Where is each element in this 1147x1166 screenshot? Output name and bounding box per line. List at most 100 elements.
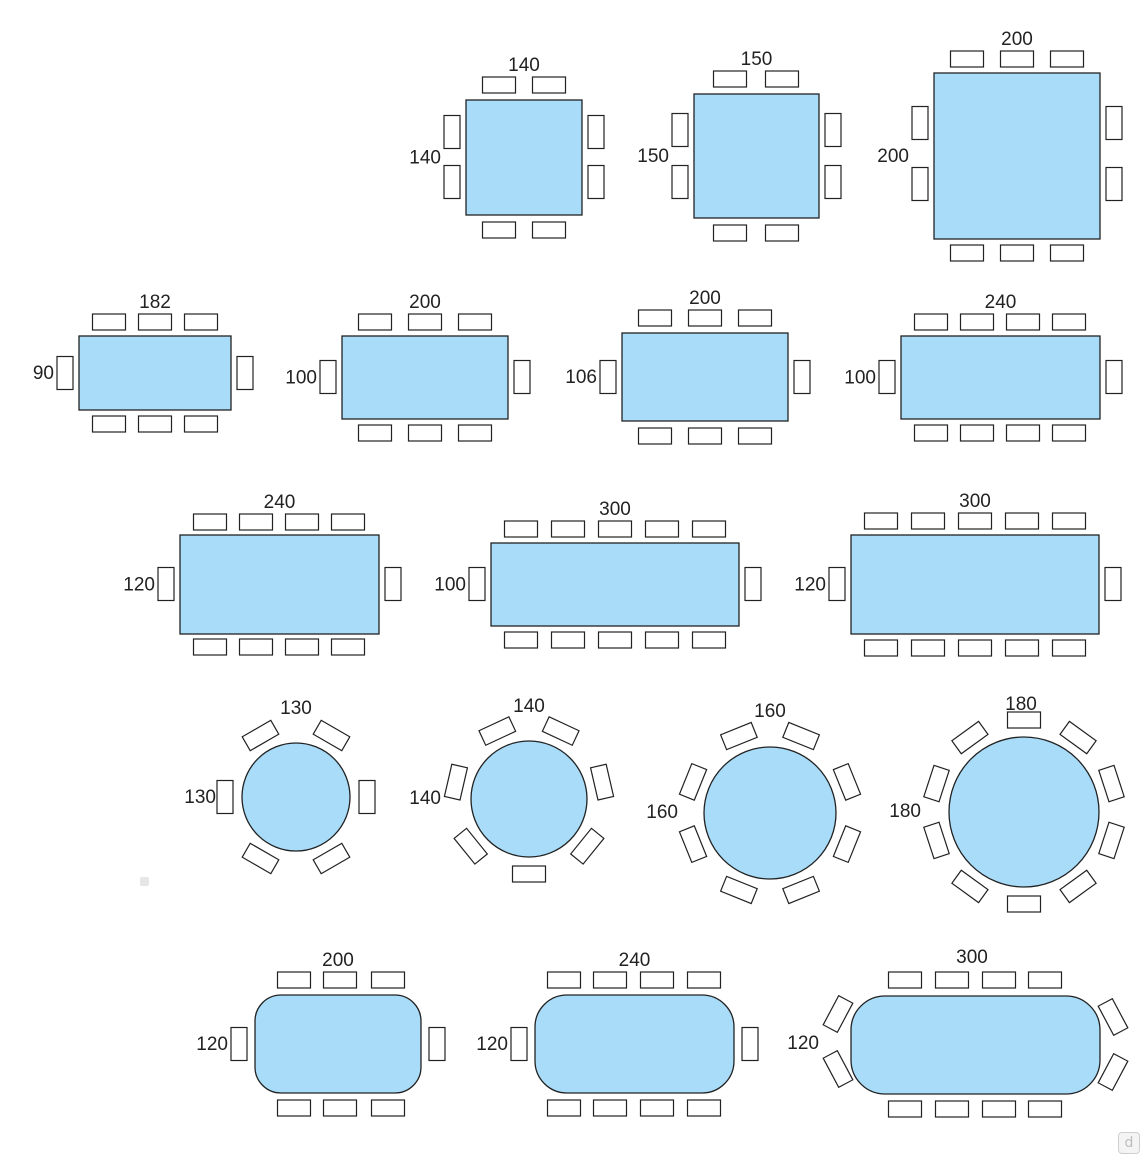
chair — [639, 971, 675, 989]
table-width-label: 180 — [1005, 694, 1037, 715]
chair — [503, 520, 539, 538]
chair — [1051, 313, 1087, 331]
chair — [312, 842, 351, 875]
chair — [407, 424, 443, 442]
table-top — [693, 93, 820, 219]
chair — [478, 716, 517, 747]
chair — [1098, 764, 1125, 803]
table-width-label: 300 — [959, 491, 991, 512]
table-depth-label: 120 — [787, 1033, 819, 1054]
chair — [91, 415, 127, 433]
chair — [913, 424, 949, 442]
chair — [1027, 1100, 1063, 1118]
table-width-label: 200 — [1001, 29, 1033, 50]
chair — [1097, 997, 1129, 1037]
chair — [157, 566, 175, 602]
chair — [1005, 313, 1041, 331]
chair — [443, 164, 461, 200]
table-width-label: 130 — [280, 698, 312, 719]
chair — [236, 355, 254, 391]
table-depth-label: 200 — [877, 146, 909, 167]
table-top — [78, 335, 232, 411]
chair — [934, 1100, 970, 1118]
chair — [764, 224, 800, 242]
table-top — [341, 335, 509, 420]
table-top — [948, 736, 1100, 888]
chair — [319, 359, 337, 395]
table-depth-label: 100 — [285, 368, 317, 389]
chair — [428, 1026, 446, 1062]
chair — [137, 415, 173, 433]
chair — [828, 566, 846, 602]
chair — [923, 764, 950, 803]
chair — [481, 76, 517, 94]
chair — [322, 971, 358, 989]
chair — [322, 1099, 358, 1117]
table-depth-label: 160 — [646, 802, 678, 823]
table-width-label: 300 — [599, 499, 631, 520]
chair — [824, 164, 842, 200]
table-top — [850, 534, 1100, 635]
chair — [453, 827, 489, 865]
chair — [1059, 869, 1097, 904]
chair — [384, 566, 402, 602]
table-depth-label: 100 — [434, 575, 466, 596]
chair — [923, 821, 950, 860]
table-depth-label: 90 — [33, 363, 54, 384]
chair — [691, 631, 727, 649]
table-top — [470, 740, 588, 858]
chair — [934, 971, 970, 989]
table-square-140x140: 140 140 — [409, 55, 605, 239]
stray-mark — [140, 877, 149, 886]
table-top — [534, 994, 735, 1094]
chair — [639, 1099, 675, 1117]
chair — [192, 513, 228, 531]
table-depth-label: 120 — [196, 1034, 228, 1055]
chair — [832, 825, 862, 864]
table-width-label: 182 — [139, 292, 171, 313]
chair — [686, 971, 722, 989]
chair — [1059, 720, 1097, 755]
chair — [597, 631, 633, 649]
chair — [959, 424, 995, 442]
table-width-label: 140 — [508, 55, 540, 76]
table-depth-label: 140 — [409, 148, 441, 169]
chair — [671, 112, 689, 148]
chair — [481, 221, 517, 239]
chair — [911, 166, 929, 202]
chair — [511, 865, 547, 883]
chair — [358, 779, 376, 815]
chair — [793, 359, 811, 395]
chair — [887, 971, 923, 989]
chair — [597, 520, 633, 538]
table-depth-label: 140 — [409, 788, 441, 809]
chair — [737, 309, 773, 327]
chair — [782, 875, 821, 905]
chair — [981, 1100, 1017, 1118]
chair — [276, 1099, 312, 1117]
chair — [1049, 50, 1085, 68]
table-square-200x200: 200 200 — [877, 29, 1123, 262]
chair — [312, 719, 351, 752]
chair — [1004, 639, 1040, 657]
chair — [863, 512, 899, 530]
table-rectangle-300x120: 300 120 — [794, 491, 1122, 657]
chair — [546, 971, 582, 989]
table-depth-label: 120 — [794, 575, 826, 596]
chair — [824, 112, 842, 148]
table-width-label: 200 — [409, 292, 441, 313]
chair — [550, 631, 586, 649]
chair — [1005, 424, 1041, 442]
chair — [599, 359, 617, 395]
chair — [330, 513, 366, 531]
chair — [531, 221, 567, 239]
chair — [531, 76, 567, 94]
table-rectangle-182x90: 182 90 — [33, 292, 254, 433]
chair — [592, 971, 628, 989]
chair — [1097, 1052, 1129, 1092]
table-width-label: 240 — [985, 292, 1017, 313]
